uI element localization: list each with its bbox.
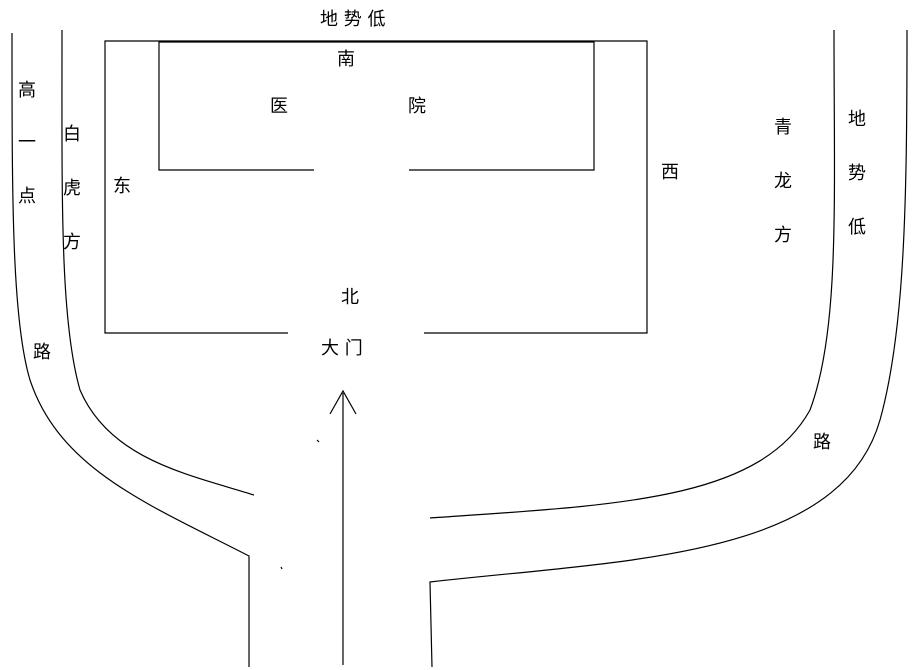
entrance-arrow-head [329,389,357,415]
right-dragon-char-1: 青 [774,117,792,138]
stray-mark [316,439,320,443]
right-dragon-char-3: 方 [774,225,792,246]
west-label: 西 [661,162,679,183]
right-road-outer-edge [429,29,908,668]
left-tiger-char-1: 白 [63,124,81,145]
left-road-inner-edge [61,29,255,496]
south-label: 南 [337,49,355,70]
right-terrain-char-3: 低 [848,217,866,238]
left-road-outer-edge [11,32,250,667]
left-high-char-2: 一 [18,132,36,153]
hospital-building [158,41,595,171]
right-dragon-char-2: 龙 [774,171,792,192]
hospital-label-right: 院 [408,96,426,117]
left-high-char-1: 高 [18,80,36,101]
outer-boundary [104,40,648,334]
left-tiger-char-2: 虎 [63,178,81,199]
top-terrain-label: 地 势 低 [320,9,385,30]
east-label: 东 [113,176,131,197]
stray-mark [280,566,283,570]
right-road-label: 路 [813,432,831,453]
right-terrain-char-2: 势 [848,163,866,184]
left-high-char-3: 点 [18,186,36,207]
right-terrain-char-1: 地 [848,109,866,130]
left-tiger-char-3: 方 [63,232,81,253]
gate-label: 大 门 [321,338,363,359]
left-road-label: 路 [33,342,51,363]
right-road-inner-edge [429,29,836,519]
north-label: 北 [341,287,359,308]
hospital-label-left: 医 [270,96,288,117]
